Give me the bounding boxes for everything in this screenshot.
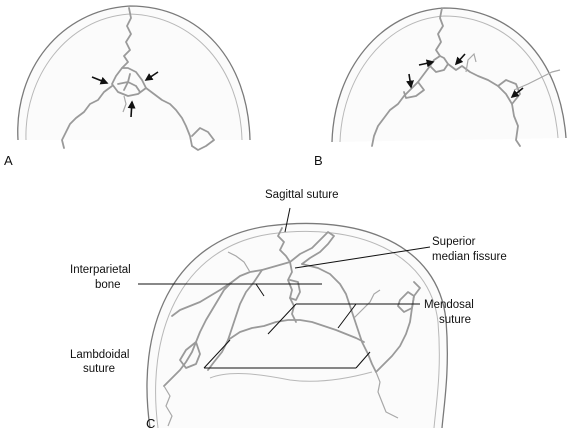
panel-label-b: B	[314, 153, 323, 168]
skull-c-right-lower-suture	[375, 371, 399, 419]
leader-lambdoidal-suture-right	[355, 351, 371, 369]
arrow-b-left	[406, 73, 414, 89]
label-sagittal-suture: Sagittal suture	[265, 189, 339, 201]
skull-b-extra-suture	[465, 52, 477, 73]
arrow-a-bottom	[127, 100, 136, 118]
label-mendosal-suture-line1: Mendosal	[424, 299, 474, 311]
skull-b-outline	[331, 7, 567, 143]
label-lambdoidal-suture-line1: Lambdoidal	[70, 349, 129, 361]
label-lambdoidal-suture-line2: suture	[83, 363, 115, 375]
leader-sagittal-suture	[284, 207, 291, 233]
leader-mendosal-suture-left	[267, 303, 297, 335]
label-mendosal-suture-line2: suture	[439, 314, 471, 326]
skull-c-interparietal-inner-left	[207, 269, 263, 371]
label-superior-median-fissure-line2: median fissure	[432, 251, 507, 263]
skull-c-outline	[146, 222, 448, 429]
skull-c-left-lambdoid-suture	[171, 281, 233, 317]
panel-label-c: C	[146, 416, 155, 431]
skull-c-right-wormian	[397, 291, 415, 313]
skull-b-lateral-suture	[513, 69, 561, 91]
skull-a-ossicles	[111, 67, 147, 97]
panel-label-a: A	[4, 153, 13, 168]
leader-superior-median-fissure	[294, 246, 431, 269]
skull-b-left-wormian	[403, 81, 425, 99]
arrow-a-left	[91, 76, 109, 85]
skull-b-left-lambdoid-suture	[371, 65, 431, 147]
skull-c-fissure-loop	[289, 279, 301, 301]
skull-a-outline	[17, 5, 251, 141]
skull-c-inner-outline	[155, 230, 440, 429]
leader-interparietal-bone-branch	[255, 283, 265, 297]
skull-c-sagittal-suture	[277, 227, 291, 263]
skull-c-interparietal-border-right	[301, 263, 377, 373]
arrow-a-right	[144, 71, 159, 81]
skull-panel-a: A	[4, 5, 251, 168]
arrow-b-upper-left	[418, 59, 435, 68]
skull-panel-b: B	[314, 7, 567, 168]
skull-b-sagittal-suture	[435, 7, 444, 57]
label-interparietal-bone-line1: Interparietal	[70, 264, 131, 276]
skull-c-superior-median-fissure	[287, 261, 297, 323]
leader-lambdoidal-suture	[203, 339, 231, 369]
skull-c-left-lower-suture	[163, 385, 173, 427]
skull-a-suture-branch	[122, 95, 127, 113]
skull-c-right-inner-suture	[353, 289, 381, 319]
skull-a-right-lambdoid-suture	[145, 87, 193, 147]
label-superior-median-fissure-line1: Superior	[432, 236, 476, 248]
skull-a-sagittal-suture	[121, 7, 132, 69]
leader-mendosal-suture-right	[337, 303, 357, 329]
skull-c-mendosal-suture	[227, 319, 365, 343]
skull-panel-c: Sagittal suture Superior median fissure …	[70, 189, 507, 431]
arrow-b-upper-right	[454, 53, 466, 66]
skull-b-inner-outline	[339, 15, 559, 143]
skull-c-right-lambdoid-suture	[375, 281, 421, 373]
skull-a-left-lambdoid-suture	[61, 85, 113, 149]
skull-a-wormian-bone	[191, 127, 215, 151]
skull-c-left-upper-branch	[227, 251, 251, 273]
skull-c-upper-ossicle	[289, 231, 335, 265]
label-interparietal-bone-line2: bone	[95, 279, 121, 291]
skull-c-left-wormian	[179, 341, 201, 369]
skull-c-foramen-outline	[209, 371, 373, 382]
arrow-b-right	[510, 87, 524, 99]
